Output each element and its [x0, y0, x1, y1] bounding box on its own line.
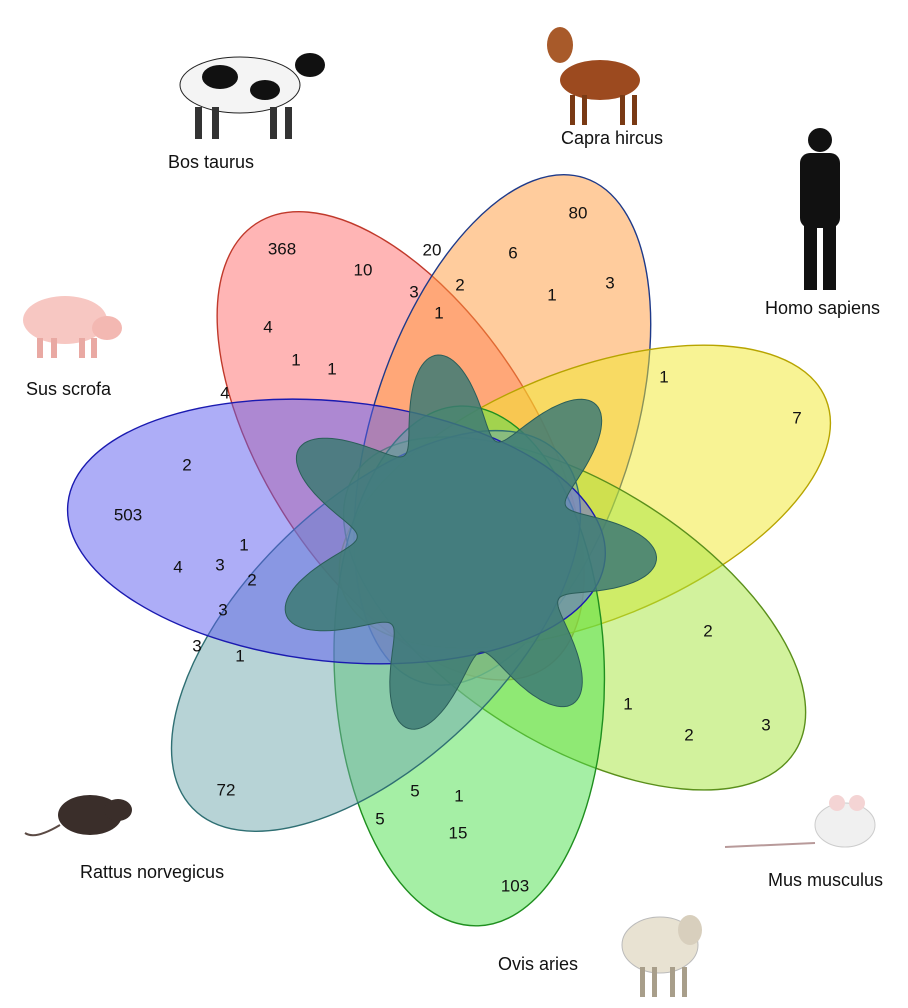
overlap-count: 2 — [703, 621, 712, 640]
human-icon — [800, 128, 840, 290]
overlap-count: 4 — [220, 383, 229, 402]
label-rattus: Rattus norvegicus — [80, 862, 224, 882]
cow-icon — [180, 53, 325, 139]
overlap-count: 1 — [547, 285, 556, 304]
overlap-count: 5 — [375, 809, 384, 828]
overlap-count: 4 — [173, 557, 182, 576]
sheep-icon — [622, 915, 702, 997]
overlap-count: 1 — [235, 646, 244, 665]
pig-icon — [23, 296, 122, 358]
label-mus: Mus musculus — [768, 870, 883, 890]
mouse-icon — [725, 795, 875, 847]
overlap-count: 3 — [605, 273, 614, 292]
unique-count-mus: 3 — [761, 715, 770, 734]
goat-icon — [547, 27, 640, 125]
overlap-count: 3 — [215, 555, 224, 574]
overlap-count: 1 — [291, 350, 300, 369]
overlap-count: 20 — [423, 240, 442, 259]
overlap-count: 1 — [327, 359, 336, 378]
label-homo: Homo sapiens — [765, 298, 880, 318]
label-ovis: Ovis aries — [498, 954, 578, 974]
overlap-count: 4 — [263, 317, 272, 336]
overlap-count: 3 — [409, 282, 418, 301]
overlap-count: 3 — [218, 600, 227, 619]
unique-count-sus: 503 — [114, 505, 142, 524]
overlap-count: 2 — [684, 725, 693, 744]
overlap-count: 6 — [508, 243, 517, 262]
unique-count-bos: 368 — [268, 239, 296, 258]
label-capra: Capra hircus — [561, 128, 663, 148]
overlap-count: 5 — [410, 781, 419, 800]
overlap-count: 2 — [455, 275, 464, 294]
overlap-count: 1 — [623, 694, 632, 713]
unique-count-capra: 80 — [569, 203, 588, 222]
overlap-count: 2 — [182, 455, 191, 474]
label-sus: Sus scrofa — [26, 379, 112, 399]
rat-icon — [25, 795, 132, 835]
unique-count-homo: 7 — [792, 408, 801, 427]
overlap-count: 2 — [247, 570, 256, 589]
unique-count-rattus: 72 — [217, 780, 236, 799]
overlap-count: 10 — [354, 260, 373, 279]
overlap-count: 1 — [659, 367, 668, 386]
unique-count-ovis: 103 — [501, 876, 529, 895]
overlap-count: 1 — [454, 786, 463, 805]
overlap-count: 15 — [449, 823, 468, 842]
label-bos: Bos taurus — [168, 152, 254, 172]
overlap-count: 1 — [434, 303, 443, 322]
overlap-count: 3 — [192, 636, 201, 655]
overlap-count: 1 — [239, 535, 248, 554]
